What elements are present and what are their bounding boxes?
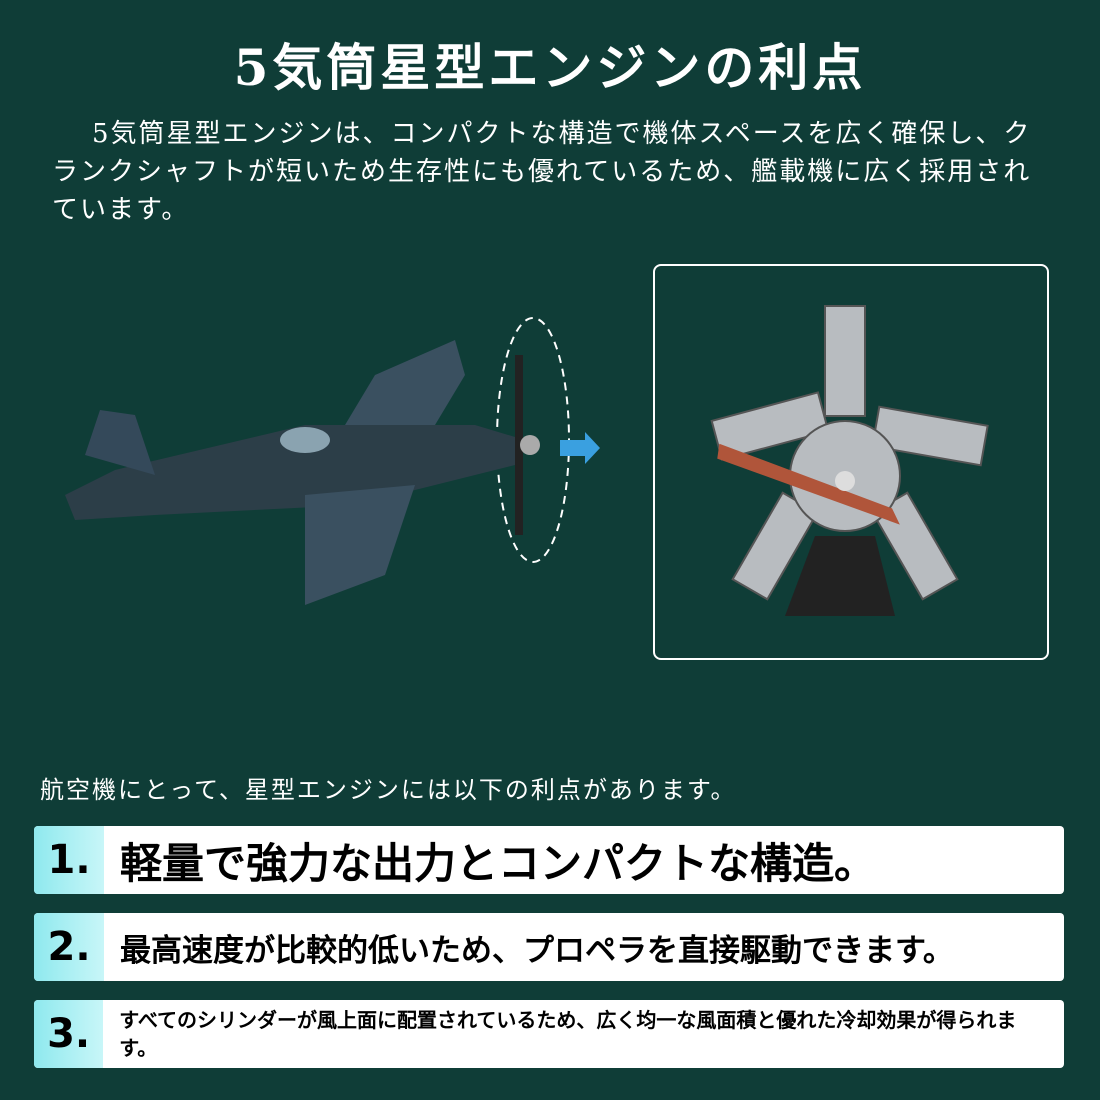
item-number: 2. <box>34 913 104 981</box>
advantage-item-3: 3. すべてのシリンダーが風上面に配置されているため、広く均一な風面積と優れた冷… <box>34 1000 1064 1068</box>
item-text: すべてのシリンダーが風上面に配置されているため、広く均一な風面積と優れた冷却効果… <box>119 1008 1017 1060</box>
radial-engine-image <box>710 305 989 616</box>
page-title: 5気筒星型エンジンの利点 <box>233 38 867 97</box>
advantage-item-2: 2. 最高速度が比較的低いため、プロペラを直接駆動できます。 <box>34 913 1064 981</box>
advantage-item-1: 1. 軽量で強力な出力とコンパクトな構造。 <box>34 826 1064 894</box>
airplane-image <box>65 317 600 605</box>
advantages-lead: 航空機にとって、星型エンジンには以下の利点があります。 <box>40 776 737 804</box>
arrow-icon <box>560 432 600 464</box>
intro-text: 5気筒星型エンジンは、コンパクトな構造で機体スペースを広く確保し、クランクシャフ… <box>52 119 1032 225</box>
item-number: 1. <box>34 826 104 894</box>
engine-image-frame <box>653 264 1049 660</box>
item-text: 軽量で強力な出力とコンパクトな構造。 <box>120 838 877 888</box>
item-text: 最高速度が比較的低いため、プロペラを直接駆動できます。 <box>120 932 954 969</box>
item-number: 3. <box>34 1000 104 1068</box>
